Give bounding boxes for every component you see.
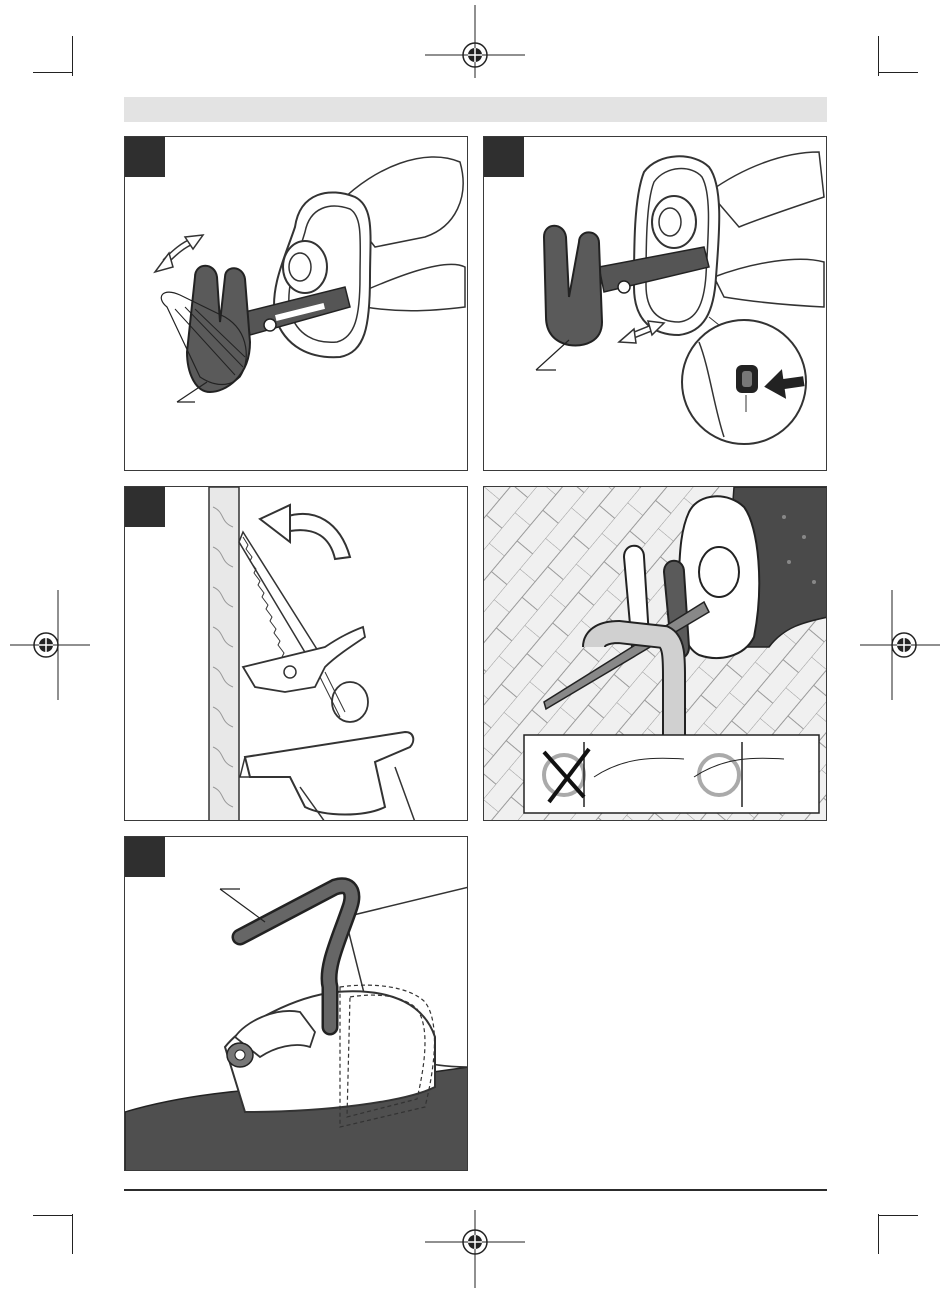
header-bar [124,97,827,122]
crop-mark-icon [33,72,73,73]
registration-mark-icon [0,590,90,700]
double-arrow-icon [619,321,664,343]
panel-hex-key [124,836,468,1171]
panel-shoe-tilt [124,136,468,471]
curved-arrow-icon [260,505,350,559]
crop-mark-icon [33,1215,73,1216]
panel-flush-cut [483,486,827,821]
plunge-cut-illustration [125,487,468,821]
flush-cut-illustration [484,487,827,821]
crop-mark-icon [878,1214,879,1254]
registration-mark-icon [860,590,950,700]
hex-key-illustration [125,837,468,1171]
double-arrow-icon [155,235,203,272]
shoe-tilt-illustration [125,137,468,471]
crop-mark-icon [878,72,918,73]
crop-mark-icon [72,1214,73,1254]
registration-mark-icon [425,0,525,80]
crop-mark-icon [878,36,879,76]
panel-plunge-cut [124,486,468,821]
registration-mark-icon [425,1210,525,1289]
crop-mark-icon [72,36,73,76]
footer-rule [124,1189,827,1191]
panel-shoe-slide [483,136,827,471]
crop-mark-icon [878,1215,918,1216]
shoe-slide-illustration [484,137,827,471]
